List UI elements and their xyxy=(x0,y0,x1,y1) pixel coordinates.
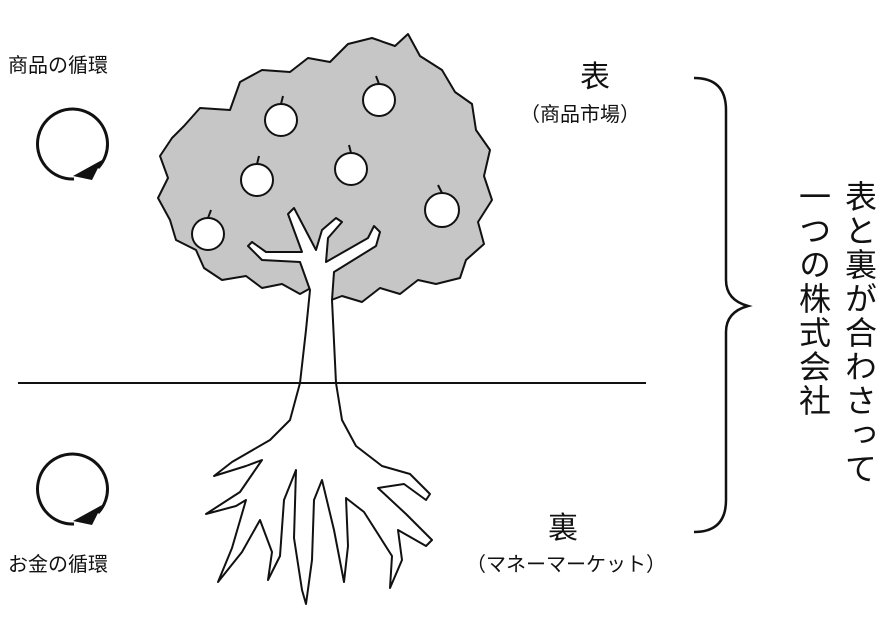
apple-icon xyxy=(424,184,460,228)
conclusion-line-2: 一つの株式会社 xyxy=(794,180,832,418)
tree-canopy xyxy=(157,33,493,303)
conclusion-line-1: 表と裏が合わさって xyxy=(840,180,878,486)
back-sub-label: （マネーマーケット） xyxy=(466,552,666,576)
right-curly-brace xyxy=(693,76,753,534)
money-cycle-label: お金の循環 xyxy=(8,552,108,576)
front-sub-label: （商品市場） xyxy=(520,102,640,126)
back-label: 裏 xyxy=(548,511,578,546)
apple-icon xyxy=(362,75,396,117)
goods-cycle-icon xyxy=(36,107,109,181)
tree-trunk xyxy=(247,207,381,384)
money-cycle-icon xyxy=(36,452,109,526)
front-label: 表 xyxy=(580,60,610,95)
apple-icon xyxy=(240,155,274,197)
apples xyxy=(191,75,460,251)
goods-cycle-label: 商品の循環 xyxy=(8,53,108,77)
apple-icon xyxy=(264,95,298,137)
apple-icon xyxy=(334,144,368,186)
tree-roots xyxy=(205,382,433,605)
apple-icon xyxy=(191,209,225,251)
